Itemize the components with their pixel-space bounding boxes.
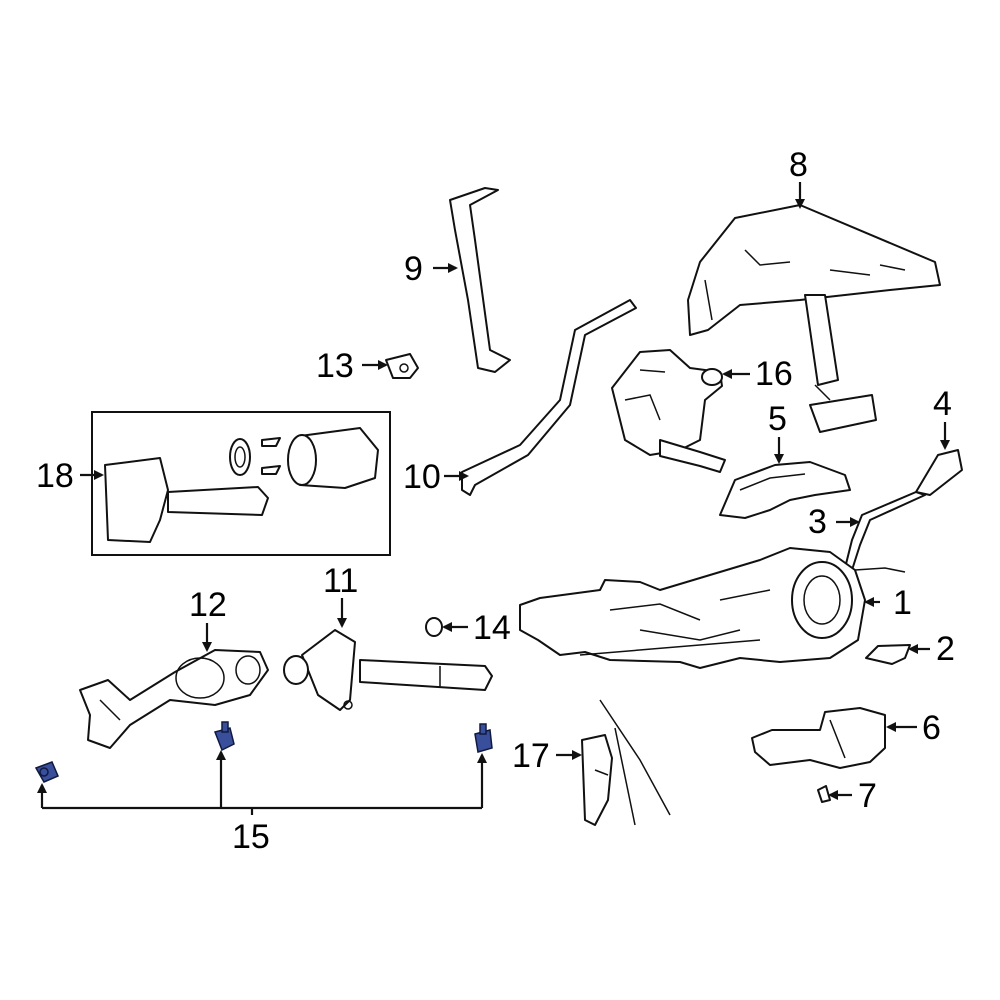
- callout-15: 15: [232, 818, 270, 856]
- bolt-middle: [213, 721, 235, 752]
- kit-key-blade: [167, 486, 269, 516]
- callout-12: 12: [189, 586, 227, 624]
- kit-key-head: [104, 457, 169, 543]
- part-2-switch-cover: [865, 644, 911, 665]
- part-1-steering-column: [519, 547, 906, 669]
- callout-6: 6: [922, 709, 941, 747]
- callout-11: 11: [323, 562, 358, 600]
- callout-2: 2: [936, 630, 955, 668]
- bolt-right: [474, 723, 493, 753]
- part-11-intermediate-shaft: [283, 629, 493, 711]
- part-17-column-section: [581, 699, 671, 826]
- callout-1: 1: [893, 584, 912, 622]
- part-14-nut: [425, 617, 443, 637]
- bolt-left: [34, 761, 59, 783]
- callout-18: 18: [36, 457, 74, 495]
- callout-13: 13: [316, 347, 354, 385]
- part-16-lock-housing: [611, 349, 726, 473]
- part-15-bolts: [34, 721, 493, 783]
- leader-lines: [37, 182, 950, 815]
- callout-16: 16: [755, 355, 793, 393]
- part-18-lock-cylinder-kit: [91, 411, 391, 556]
- part-6-lower-shroud: [751, 707, 886, 769]
- callout-labels: 1 2 3 4 5 6 7 8 9 10 11 12 13 14 15 16 1…: [36, 146, 955, 856]
- part-5-upper-shroud: [719, 461, 851, 519]
- kit-clip-upper: [261, 437, 281, 447]
- part-3-4-shift-lever: [844, 449, 963, 571]
- callout-14: 14: [473, 609, 511, 647]
- callout-3: 3: [808, 503, 827, 541]
- part-10-brace: [461, 299, 637, 496]
- callout-10: 10: [403, 458, 441, 496]
- callout-17: 17: [512, 737, 550, 775]
- callout-8: 8: [789, 146, 808, 184]
- part-12-universal-joint: [79, 649, 269, 749]
- kit-clip-lower: [261, 465, 281, 475]
- callout-4: 4: [933, 385, 952, 423]
- part-13-clip: [385, 353, 419, 379]
- kit-washer: [229, 438, 251, 476]
- callout-9: 9: [404, 250, 423, 288]
- part-8-brake-pedal-bracket: [687, 204, 941, 433]
- callout-7: 7: [858, 777, 877, 815]
- part-9-support-bracket: [449, 187, 511, 373]
- part-7-screw: [817, 785, 831, 803]
- callout-5: 5: [768, 400, 787, 438]
